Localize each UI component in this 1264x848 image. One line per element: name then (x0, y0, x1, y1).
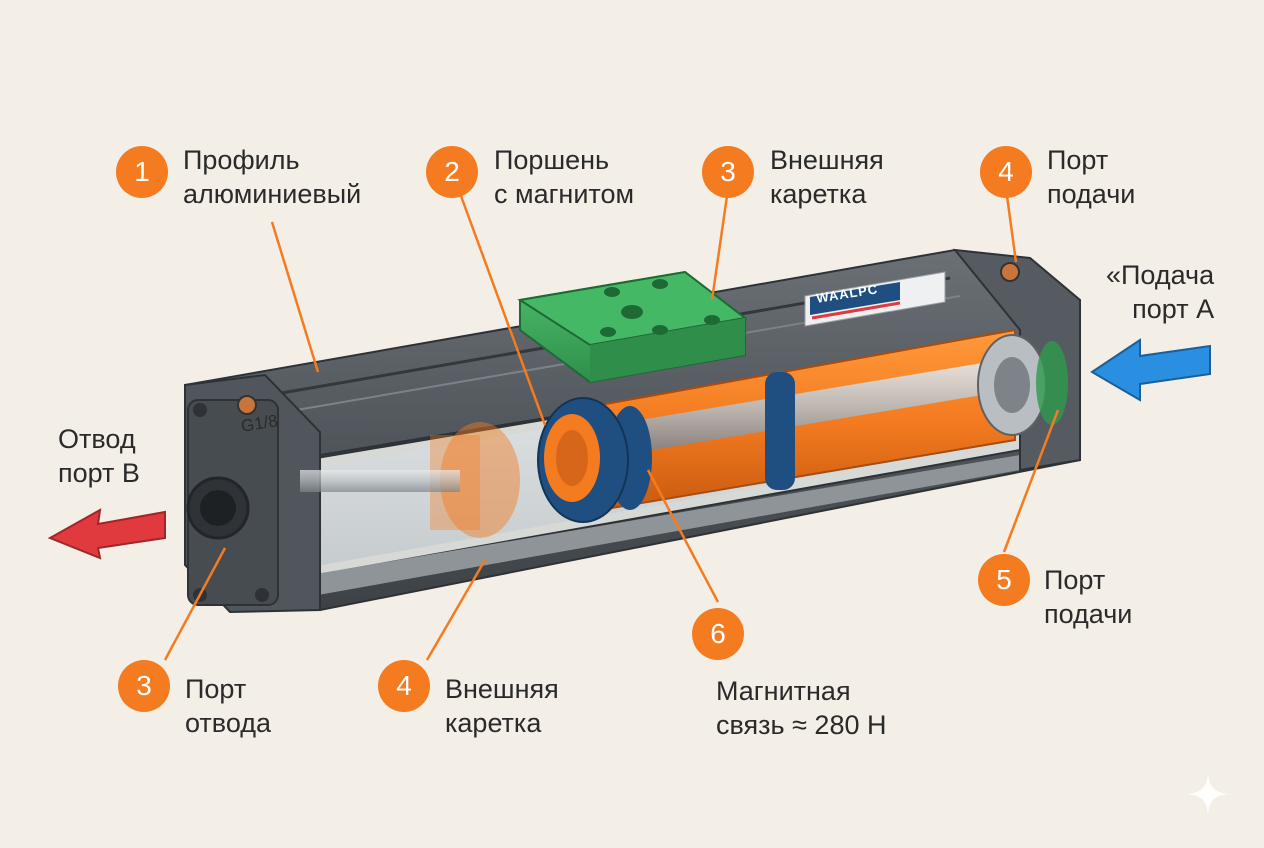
callout-6-badge: 6 (692, 608, 744, 660)
callout-exhaust-port-line2: отвода (185, 708, 272, 738)
exhaust-port-b-label: Отвод порт В (58, 422, 140, 490)
external-carriage (517, 270, 748, 384)
callout-5-line2: подачи (1044, 599, 1133, 629)
supply-line2: порт А (1132, 294, 1215, 324)
callout-5-label: Порт подачи (1044, 563, 1132, 631)
supply-line1: «Подача (1106, 260, 1215, 290)
callout-6-label: Магнитная связь ≈ 280 Н (716, 674, 886, 742)
callout-exhaust-port-badge: 3 (118, 660, 170, 712)
callout-4-line2: подачи (1047, 179, 1136, 209)
callout-4-label: Порт подачи (1047, 143, 1135, 211)
callout-lower-carriage-line2: каретка (445, 708, 542, 738)
seal-ring (765, 372, 795, 490)
callout-3-badge: 3 (702, 146, 754, 198)
callout-2-badge: 2 (426, 146, 478, 198)
callout-5-line1: Порт (1044, 565, 1106, 595)
callout-lower-carriage-line1: Внешняя (445, 674, 559, 704)
callout-3-line1: Внешняя (770, 145, 884, 175)
callout-1-line1: Профиль (183, 145, 300, 175)
callout-3-label: Внешняя каретка (770, 143, 884, 211)
callout-5-badge: 5 (978, 554, 1030, 606)
callout-3-line2: каретка (770, 179, 867, 209)
supply-port-hole (1000, 262, 1020, 282)
callout-1-label: Профиль алюминиевый (183, 143, 361, 211)
callout-2-label: Поршень с магнитом (494, 143, 634, 211)
callout-6-line2: связь ≈ 280 Н (716, 710, 887, 740)
leader-lines (163, 195, 1060, 661)
brand-plate (804, 271, 946, 327)
blue-arrow-left-icon (1090, 338, 1211, 402)
callout-lower-carriage-label: Внешняя каретка (445, 672, 559, 740)
callout-2-line1: Поршень (494, 145, 610, 175)
internal-mechanism (300, 328, 1068, 538)
callout-exhaust-port-label: Порт отвода (185, 672, 271, 740)
supply-port-a-label: «Подача порт А (1106, 258, 1214, 326)
callout-4-line1: Порт (1047, 145, 1109, 175)
exhaust-port-hole (237, 395, 257, 415)
callout-1-badge: 1 (116, 146, 168, 198)
callout-1-line2: алюминиевый (183, 179, 362, 209)
sparkle-icon (1188, 774, 1228, 814)
callout-lower-carriage-badge: 4 (378, 660, 430, 712)
callout-6-line1: Магнитная (716, 676, 851, 706)
magnet-piston (537, 397, 629, 523)
callout-4-badge: 4 (980, 146, 1032, 198)
exhaust-line1: Отвод (58, 424, 136, 454)
red-arrow-left-icon (47, 508, 166, 560)
callout-2-line2: с магнитом (494, 179, 635, 209)
exhaust-line2: порт В (58, 458, 140, 488)
callout-exhaust-port-line1: Порт (185, 674, 247, 704)
